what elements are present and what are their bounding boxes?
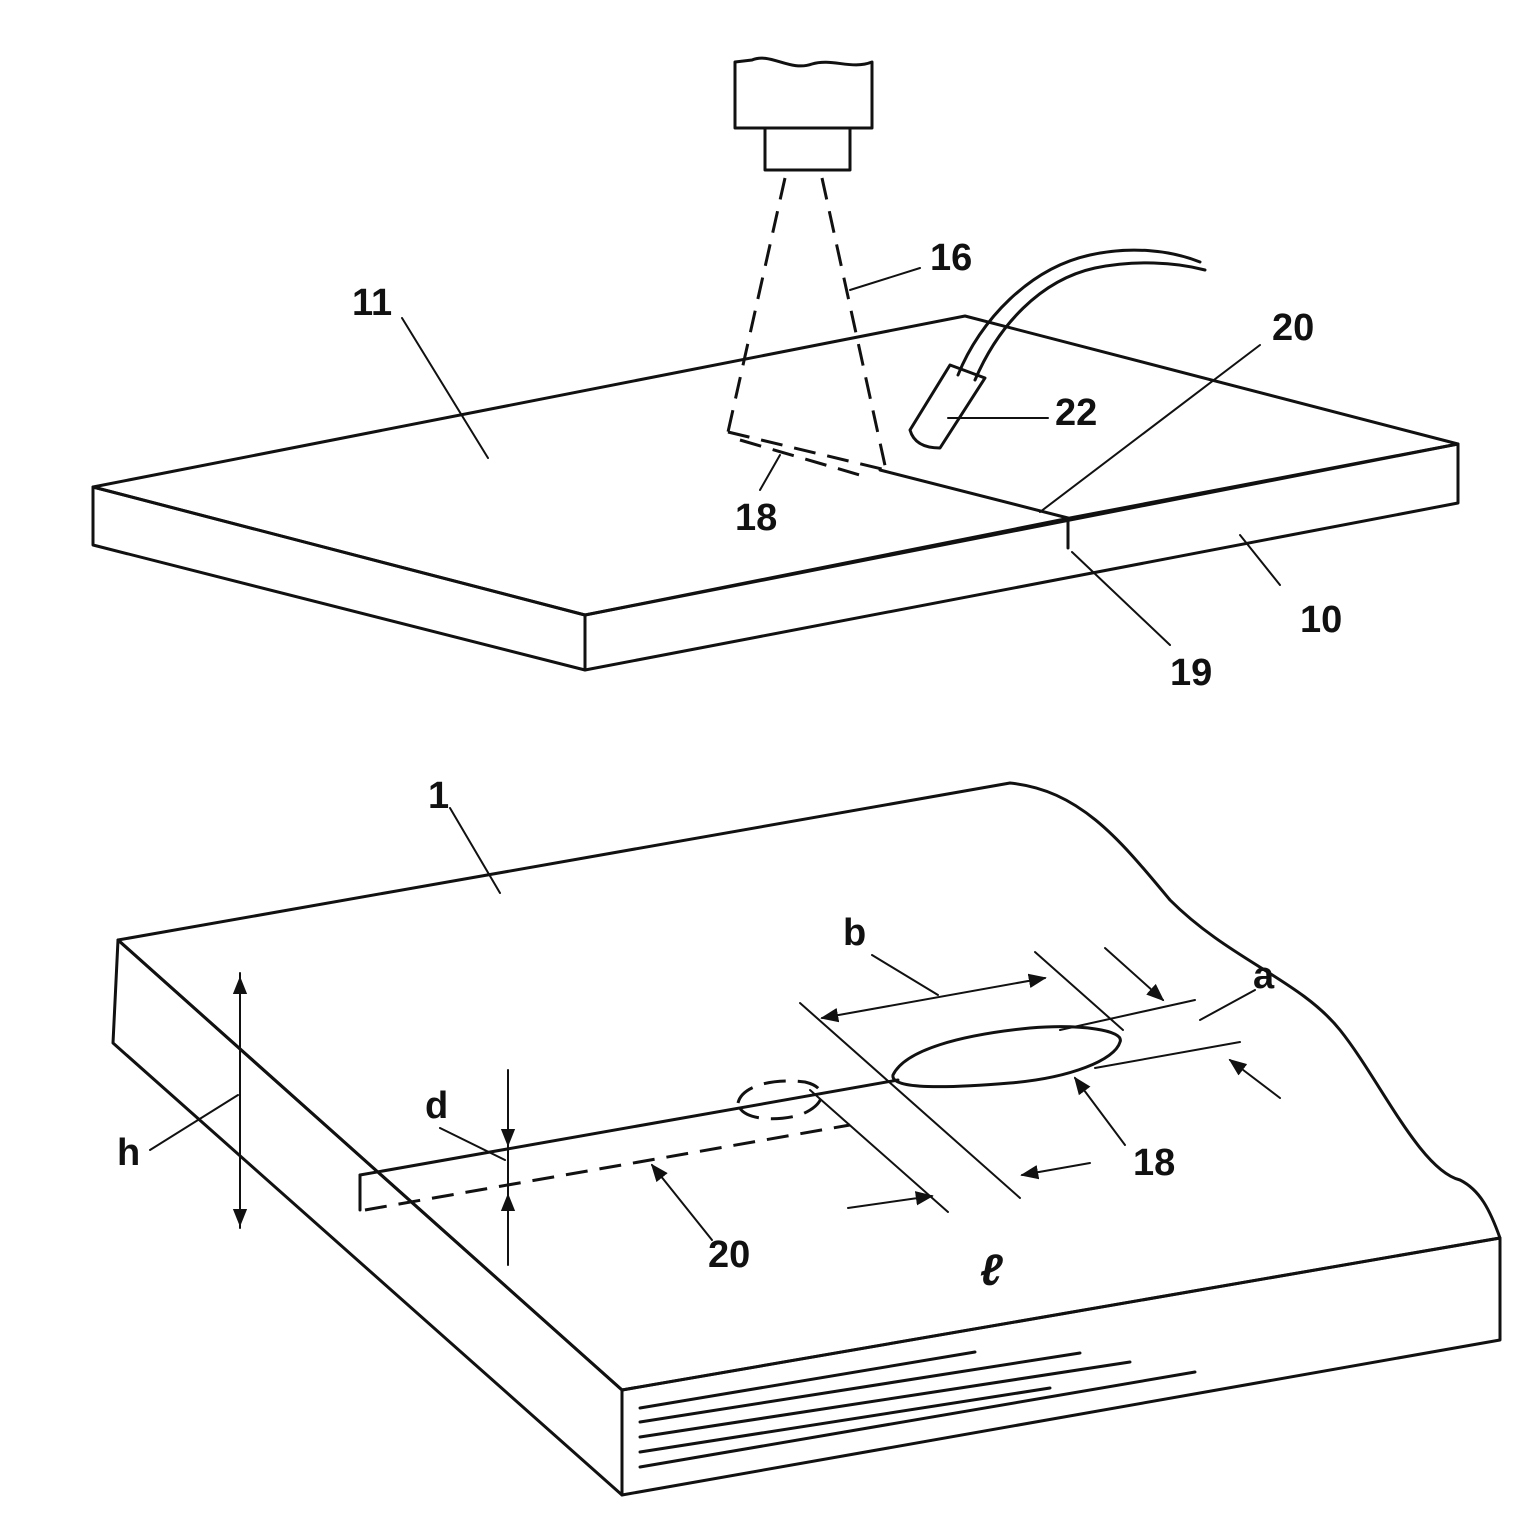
label-16: 16 xyxy=(930,237,972,279)
leaders-top xyxy=(402,268,1280,645)
label-11: 11 xyxy=(352,282,392,324)
label-b: b xyxy=(843,912,866,954)
glass-plate-10 xyxy=(93,316,1458,670)
label-18-bottom: 18 xyxy=(1133,1142,1175,1184)
label-22: 22 xyxy=(1055,392,1097,434)
workpiece-block-1 xyxy=(113,783,1500,1495)
label-19: 19 xyxy=(1170,652,1212,694)
dimension-lines xyxy=(240,948,1280,1265)
label-18-top: 18 xyxy=(735,497,777,539)
label-1: 1 xyxy=(428,775,449,817)
label-h: h xyxy=(117,1132,140,1174)
label-20-top: 20 xyxy=(1272,307,1314,349)
laser-head xyxy=(735,58,872,170)
label-20-bottom: 20 xyxy=(708,1234,750,1276)
label-a: a xyxy=(1253,955,1275,997)
label-10: 10 xyxy=(1300,599,1342,641)
label-d: d xyxy=(425,1085,448,1127)
laser-beam-16 xyxy=(728,178,886,478)
heated-zone-18 xyxy=(893,1027,1120,1087)
label-ell: ℓ xyxy=(980,1246,1003,1295)
